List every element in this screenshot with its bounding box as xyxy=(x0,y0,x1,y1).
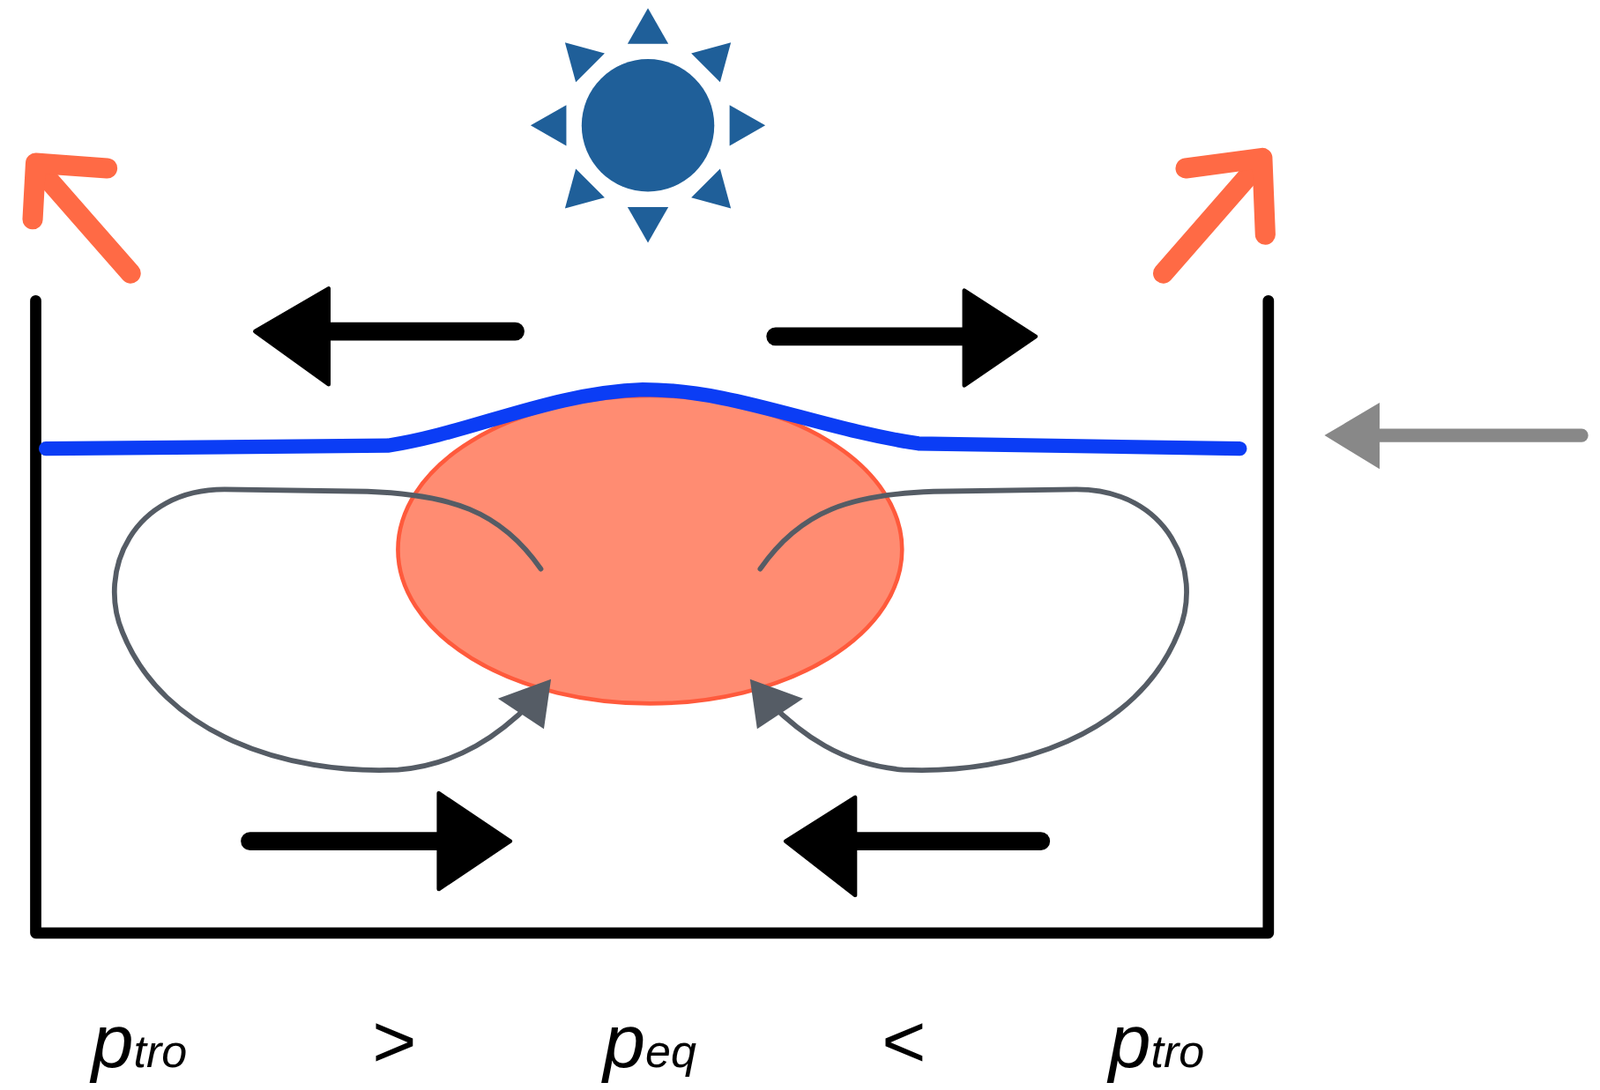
circulation-path xyxy=(759,489,1187,771)
flow-arrow-head xyxy=(964,290,1036,387)
tropopause-line xyxy=(45,389,1240,449)
incoming-arrow-shaft xyxy=(1377,429,1583,443)
pressure-label: > xyxy=(371,996,416,1087)
sun-ray xyxy=(691,168,745,223)
flow-arrow-shaft xyxy=(324,322,515,342)
sun-ray xyxy=(627,7,669,45)
pressure-label: peq xyxy=(602,996,697,1087)
circulation-loop xyxy=(114,489,551,771)
flow-arrow-head xyxy=(254,288,328,385)
sun-symbol xyxy=(530,7,766,243)
atmosphere-box xyxy=(36,300,1269,933)
outflow-arrow xyxy=(32,157,1266,274)
flow-arrow-shaft xyxy=(853,832,1042,851)
flow-arrow-head xyxy=(785,797,856,896)
incoming-arrow-head xyxy=(1324,402,1380,469)
incoming-arrow xyxy=(1324,402,1582,469)
sun-disc xyxy=(581,59,715,192)
circulation-path xyxy=(114,489,542,771)
outflow-arrow-head xyxy=(1185,157,1266,235)
outflow-arrow-head xyxy=(32,163,107,220)
circulation-loop xyxy=(750,489,1187,771)
flow-arrow-head xyxy=(439,793,511,890)
flow-arrow-shaft xyxy=(775,327,968,346)
circulation-head xyxy=(750,679,804,730)
pressure-label: ptro xyxy=(1108,996,1206,1087)
sun-ray xyxy=(530,104,567,146)
sun-ray xyxy=(729,104,767,146)
flow-arrow-shaft xyxy=(250,832,443,851)
outflow-arrow-shaft xyxy=(43,173,132,274)
warm-air-region xyxy=(397,395,902,704)
pressure-label: < xyxy=(880,996,925,1087)
outflow-arrow-shaft xyxy=(1163,168,1256,274)
flow-arrows xyxy=(250,288,1042,896)
pressure-label: ptro xyxy=(91,996,188,1087)
sun-ray xyxy=(550,28,605,82)
sun-ray xyxy=(627,207,669,244)
sun-ray xyxy=(550,168,605,223)
circulation-head xyxy=(498,679,551,730)
sun-ray xyxy=(691,28,745,82)
